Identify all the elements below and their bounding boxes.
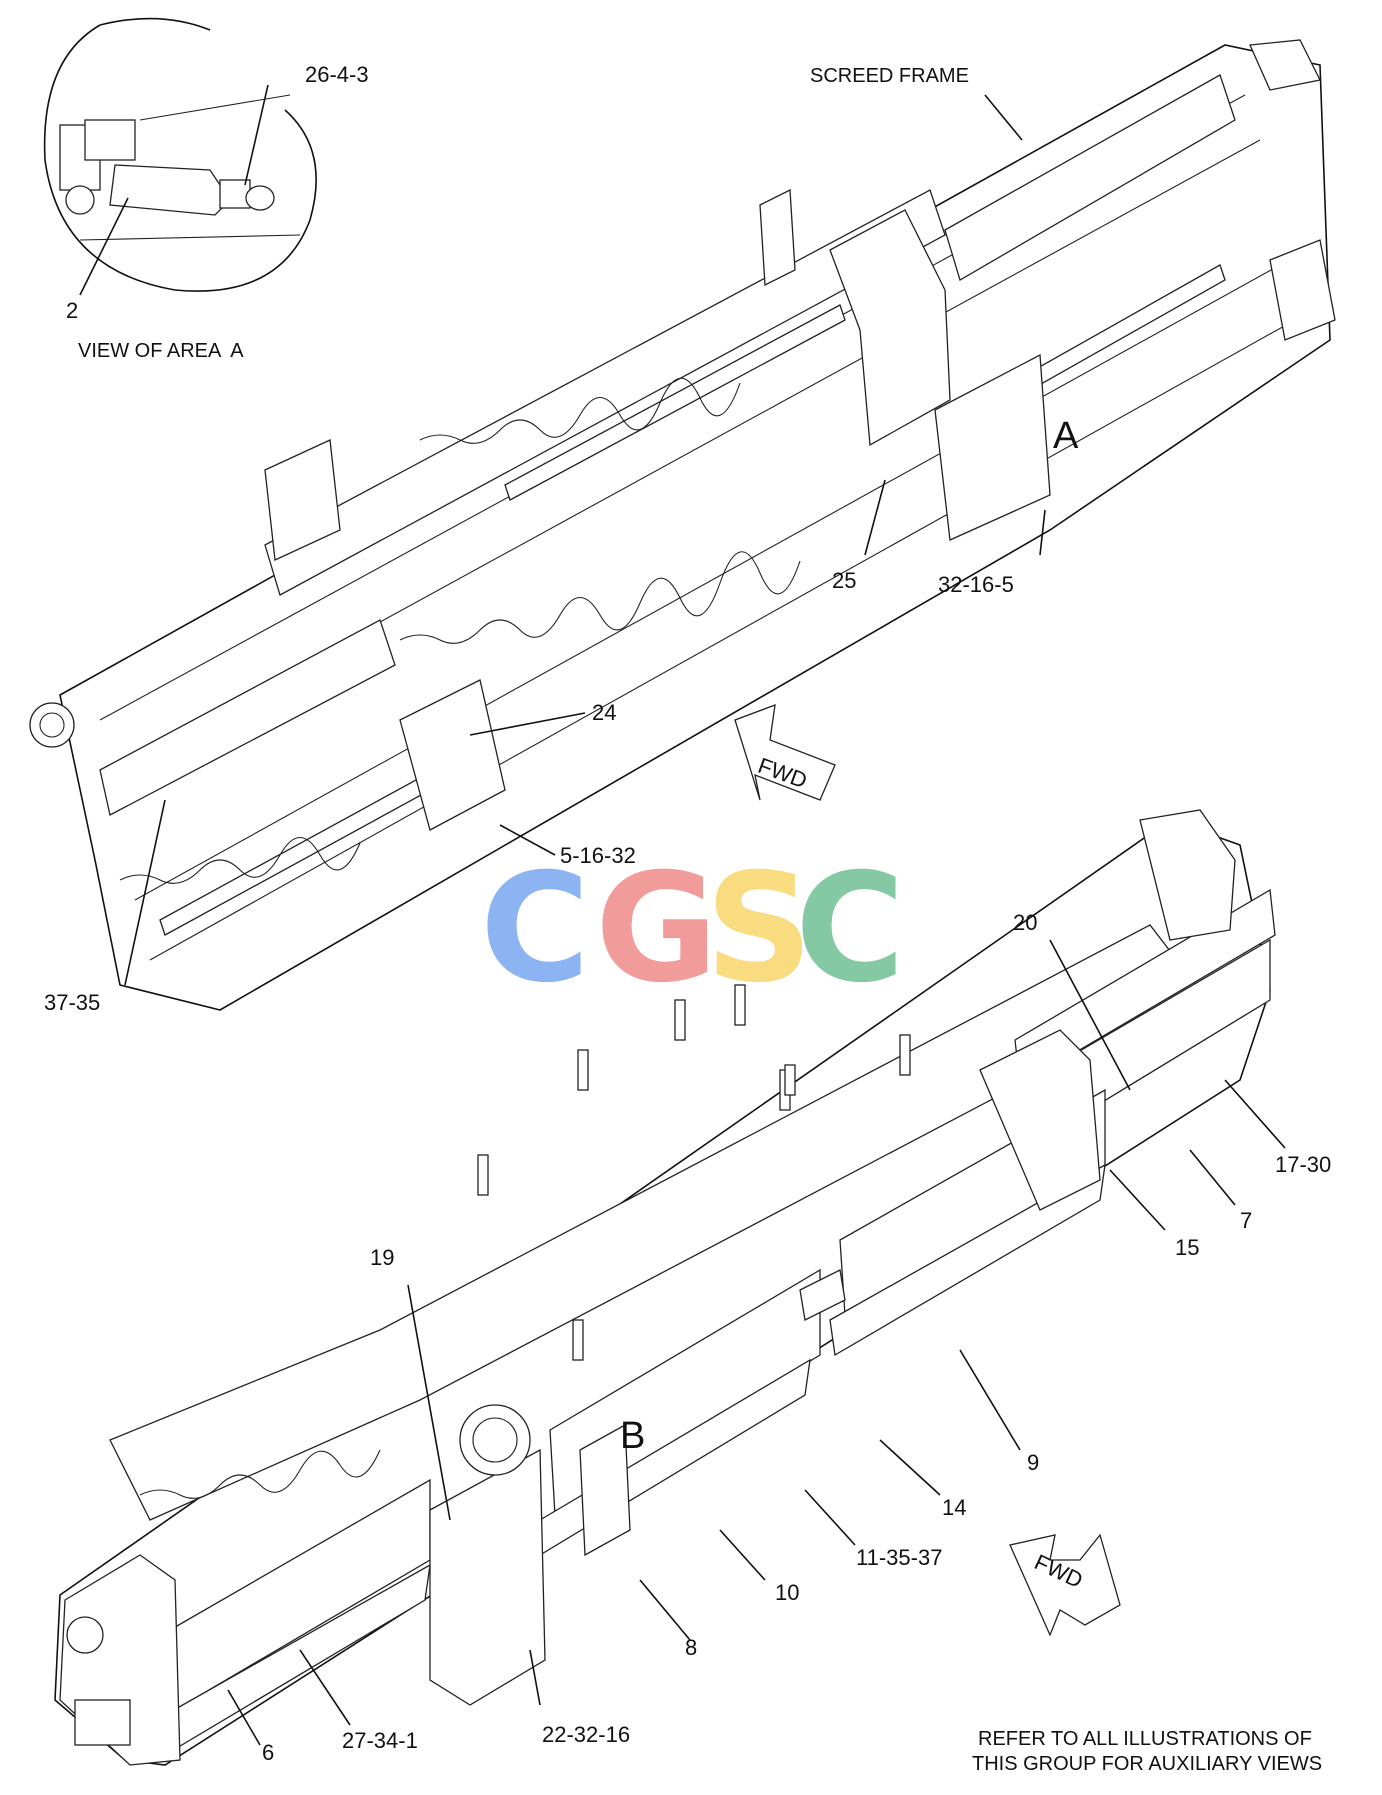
leader-27-34-1 xyxy=(299,1649,351,1726)
callout-15: 15 xyxy=(1175,1235,1199,1260)
watermark-letter-c1: C xyxy=(480,842,590,1016)
screed-frame-label: SCREED FRAME xyxy=(810,65,969,87)
callout-27-34-1: 27-34-1 xyxy=(342,1728,418,1753)
callout-19: 19 xyxy=(370,1245,394,1270)
callout-9: 9 xyxy=(1027,1450,1039,1475)
callout-14: 14 xyxy=(942,1495,966,1520)
callout-2: 2 xyxy=(66,298,78,323)
refer-note-line1: REFER TO ALL ILLUSTRATIONS OF xyxy=(978,1728,1312,1750)
callout-26-4-3: 26-4-3 xyxy=(305,62,369,87)
cgsc-watermark-logo: C G S C xyxy=(480,842,905,1016)
callout-5-16-32: 5-16-32 xyxy=(560,843,636,868)
callout-22-32-16: 22-32-16 xyxy=(542,1722,630,1747)
leader-15 xyxy=(1109,1169,1166,1231)
leader-20 xyxy=(1049,939,1131,1091)
leader-2 xyxy=(79,197,129,296)
refer-note-line2: THIS GROUP FOR AUXILIARY VIEWS xyxy=(972,1753,1322,1775)
callout-32-16-5: 32-16-5 xyxy=(938,572,1014,597)
leader-26-4-3 xyxy=(244,84,269,186)
callout-25: 25 xyxy=(832,568,856,593)
callout-7: 7 xyxy=(1240,1208,1252,1233)
leader-5-16-32 xyxy=(499,824,556,856)
leader-10 xyxy=(719,1529,766,1581)
watermark-letter-g: G xyxy=(595,842,718,1016)
watermark-letter-c2: C xyxy=(795,842,905,1016)
fwd-arrow-bottom xyxy=(1009,1533,1121,1637)
fwd-arrow-top xyxy=(734,704,836,801)
callout-11-35-37: 11-35-37 xyxy=(856,1545,942,1570)
upper-screed-assembly xyxy=(29,39,1336,1011)
leader-6 xyxy=(227,1689,261,1746)
leader-9 xyxy=(959,1349,1021,1451)
view-of-area-a-title: VIEW OF AREA A xyxy=(78,340,244,362)
leader-17-30 xyxy=(1224,1079,1286,1149)
callout-37-35: 37-35 xyxy=(44,990,100,1015)
leader-37-35 xyxy=(124,799,166,986)
leader-8 xyxy=(639,1579,691,1641)
area-b-marker: B xyxy=(620,1415,645,1457)
leader-14 xyxy=(879,1439,941,1496)
callout-8: 8 xyxy=(685,1635,697,1660)
callout-10: 10 xyxy=(775,1580,799,1605)
callout-17-30: 17-30 xyxy=(1275,1152,1331,1177)
watermark-letter-s: S xyxy=(705,842,813,1016)
area-a-marker: A xyxy=(1053,415,1079,457)
leader-22-32-16 xyxy=(529,1649,541,1706)
leader-24 xyxy=(469,712,586,736)
leader-19 xyxy=(407,1284,451,1521)
detail-view-area-a xyxy=(43,17,317,292)
leader-25 xyxy=(864,479,886,556)
callout-20: 20 xyxy=(1013,910,1037,935)
leader-7 xyxy=(1189,1149,1236,1206)
callout-24: 24 xyxy=(592,700,616,725)
callout-6: 6 xyxy=(262,1740,274,1765)
leader-screed-frame xyxy=(984,94,1023,141)
leader-11-35-37 xyxy=(804,1489,856,1546)
lower-screed-assembly xyxy=(54,809,1276,1766)
leader-32-16-5 xyxy=(1039,509,1046,556)
